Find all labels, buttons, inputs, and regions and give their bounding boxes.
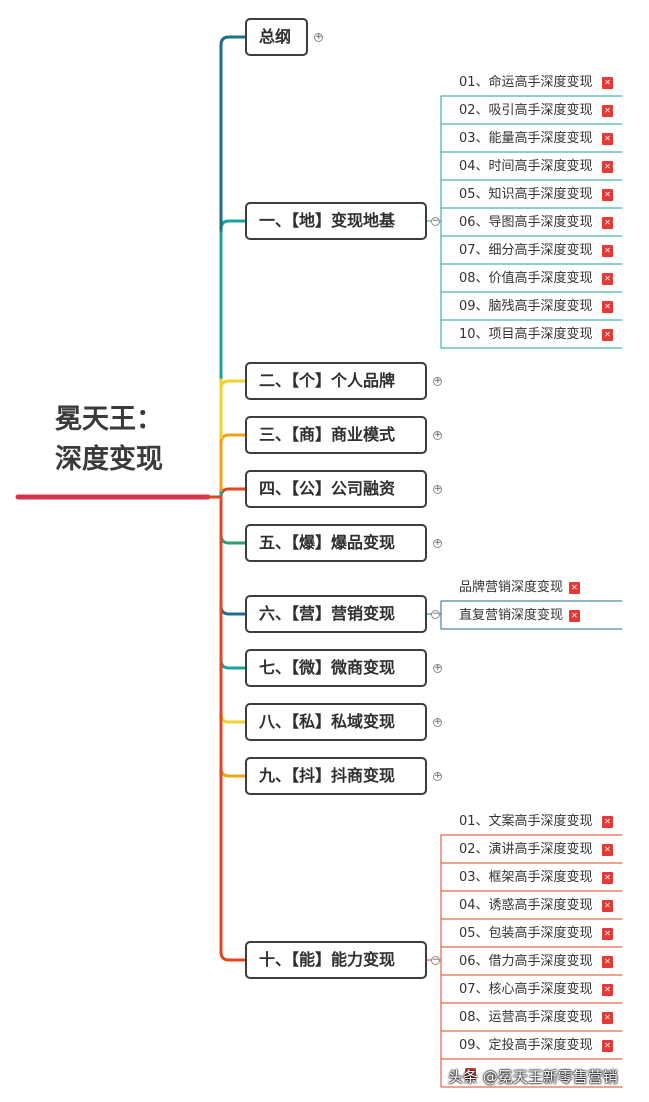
branch-node[interactable]: 三、【商】商业模式	[245, 416, 427, 454]
pdf-attachment-icon[interactable]: ✕	[602, 984, 613, 996]
branch-node[interactable]: 八、【私】私域变现	[245, 703, 427, 741]
branch-node[interactable]: 四、【公】公司融资	[245, 470, 427, 508]
leaf-item[interactable]: 02、吸引高手深度变现	[459, 103, 593, 118]
leaf-item[interactable]: 10、项目高手深度变现	[459, 327, 593, 342]
pdf-attachment-icon[interactable]: ✕	[602, 1012, 613, 1024]
branch-node[interactable]: 六、【营】营销变现	[245, 595, 427, 633]
leaf-item[interactable]: 09、定投高手深度变现	[459, 1038, 593, 1053]
leaf-item[interactable]: 直复营销深度变现	[459, 608, 564, 623]
leaf-item[interactable]: 01、文案高手深度变现	[459, 814, 593, 829]
pdf-attachment-icon[interactable]: ✕	[602, 245, 613, 257]
branch-node[interactable]: 一、【地】变现地基	[245, 202, 427, 240]
expand-toggle-icon[interactable]: +	[433, 376, 442, 386]
pdf-attachment-icon[interactable]: ✕	[602, 928, 613, 940]
leaf-item[interactable]: 02、演讲高手深度变现	[459, 842, 593, 857]
leaf-item[interactable]: 01、命运高手深度变现	[459, 75, 593, 90]
pdf-attachment-icon[interactable]: ✕	[602, 273, 613, 285]
expand-toggle-icon[interactable]: +	[433, 538, 442, 548]
branch-node[interactable]: 七、【微】微商变现	[245, 649, 427, 687]
pdf-attachment-icon[interactable]: ✕	[602, 900, 613, 912]
expand-toggle-icon[interactable]: +	[433, 771, 442, 781]
branch-node[interactable]: 十、【能】能力变现	[245, 941, 427, 979]
pdf-attachment-icon[interactable]: ✕	[569, 610, 580, 622]
pdf-attachment-icon[interactable]: ✕	[602, 872, 613, 884]
leaf-item[interactable]: 08、价值高手深度变现	[459, 271, 593, 286]
pdf-attachment-icon[interactable]: ✕	[602, 844, 613, 856]
pdf-attachment-icon[interactable]: ✕	[602, 133, 613, 145]
expand-toggle-icon[interactable]: +	[433, 484, 442, 494]
branch-node[interactable]: 二、【个】个人品牌	[245, 362, 427, 400]
branch-node[interactable]: 五、【爆】爆品变现	[245, 524, 427, 562]
pdf-attachment-icon[interactable]: ✕	[602, 105, 613, 117]
leaf-item[interactable]: 03、框架高手深度变现	[459, 870, 593, 885]
branch-node[interactable]: 九、【抖】抖商变现	[245, 757, 427, 795]
branch-connector	[219, 433, 247, 445]
branch-connector	[219, 658, 247, 670]
root-topic[interactable]: 冕天王： 深度变现	[55, 400, 215, 480]
collapse-toggle-icon[interactable]: −	[431, 955, 440, 965]
pdf-attachment-icon[interactable]: ✕	[602, 161, 613, 173]
branch-connector	[219, 219, 247, 231]
leaf-item[interactable]: 品牌营销深度变现	[459, 580, 564, 595]
branch-connector	[219, 379, 247, 391]
pdf-attachment-icon[interactable]: ✕	[602, 217, 613, 229]
expand-toggle-icon[interactable]: +	[433, 717, 442, 727]
leaf-item[interactable]: 03、能量高手深度变现	[459, 131, 593, 146]
leaf-item[interactable]: 07、核心高手深度变现	[459, 982, 593, 997]
leaf-item[interactable]: 09、脑残高手深度变现	[459, 299, 593, 314]
collapse-toggle-icon[interactable]: −	[431, 609, 440, 619]
expand-toggle-icon[interactable]: +	[433, 663, 442, 673]
leaf-item[interactable]: 04、时间高手深度变现	[459, 159, 593, 174]
leaf-item[interactable]: 08、运营高手深度变现	[459, 1010, 593, 1025]
root-title-line2: 深度变现	[55, 444, 163, 475]
branch-connector	[219, 604, 247, 616]
pdf-attachment-icon[interactable]: ✕	[569, 582, 580, 594]
branch-connector	[219, 35, 247, 499]
branch-connector	[219, 950, 247, 962]
watermark: 头条 @冕天王新零售营销	[448, 1068, 618, 1086]
branch-connector	[219, 766, 247, 778]
pdf-attachment-icon[interactable]: ✕	[602, 1040, 613, 1052]
branch-connector	[219, 487, 247, 499]
root-title-line1: 冕天王：	[55, 404, 163, 435]
leaf-item[interactable]: 05、包装高手深度变现	[459, 926, 593, 941]
pdf-attachment-icon[interactable]: ✕	[602, 329, 613, 341]
pdf-attachment-icon[interactable]: ✕	[602, 189, 613, 201]
expand-toggle-icon[interactable]: +	[433, 430, 442, 440]
collapse-toggle-icon[interactable]: −	[431, 216, 440, 226]
pdf-attachment-icon[interactable]: ✕	[602, 816, 613, 828]
leaf-item[interactable]: 06、导图高手深度变现	[459, 215, 593, 230]
leaf-item[interactable]: 04、诱惑高手深度变现	[459, 898, 593, 913]
leaf-item[interactable]: 05、知识高手深度变现	[459, 187, 593, 202]
leaf-item[interactable]: 06、借力高手深度变现	[459, 954, 593, 969]
leaf-item[interactable]: 07、细分高手深度变现	[459, 243, 593, 258]
branch-connector	[219, 533, 247, 545]
branch-node[interactable]: 总纲	[245, 18, 308, 56]
pdf-attachment-icon[interactable]: ✕	[602, 301, 613, 313]
pdf-attachment-icon[interactable]: ✕	[465, 1068, 476, 1080]
pdf-attachment-icon[interactable]: ✕	[602, 77, 613, 89]
expand-toggle-icon[interactable]: +	[314, 32, 323, 42]
pdf-attachment-icon[interactable]: ✕	[602, 956, 613, 968]
branch-connector	[219, 712, 247, 724]
